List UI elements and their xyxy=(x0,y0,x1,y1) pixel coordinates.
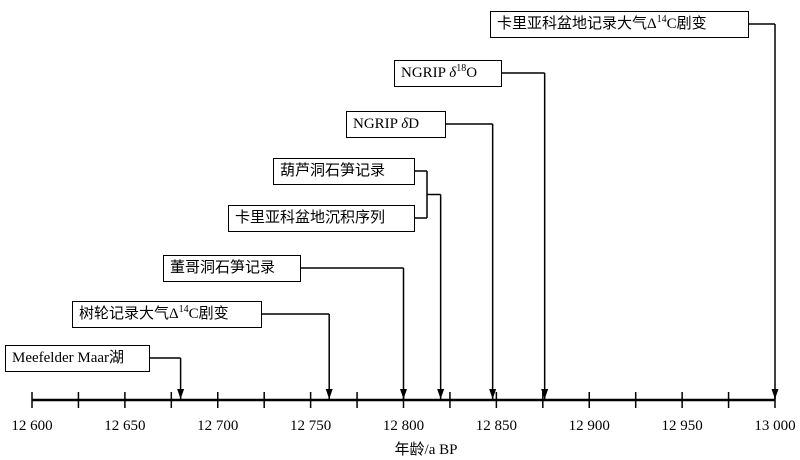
arrow-tree-ring xyxy=(325,389,333,399)
event-label-text: 葫芦洞石笋记录 xyxy=(280,163,386,179)
event-label-text: Meefelder Maar湖 xyxy=(12,350,125,366)
event-label-tree-ring: 树轮记录大气Δ14C剧变 xyxy=(72,301,262,328)
axis-tick-label: 12 800 xyxy=(382,418,425,434)
event-label-hulu: 葫芦洞石笋记录 xyxy=(273,158,415,185)
event-label-text: 14 xyxy=(656,14,667,25)
axis-tick-label: 12 750 xyxy=(290,418,332,434)
axis-tick-label: 12 700 xyxy=(197,418,239,434)
arrow-cariaco-c14 xyxy=(771,389,779,399)
arrow-ngrip-d xyxy=(489,389,497,399)
arrow-dongge xyxy=(400,389,407,399)
event-label-dongge: 董哥洞石笋记录 xyxy=(163,255,301,282)
event-label-text: 树轮记录大气Δ xyxy=(79,306,179,322)
arrow-ngrip-o xyxy=(541,389,549,399)
event-label-ngrip-o: NGRIP δ18O xyxy=(394,60,502,87)
event-label-text: C剧变 xyxy=(188,306,229,322)
event-label-text: O xyxy=(466,65,478,81)
event-label-text: δ xyxy=(449,65,457,81)
event-label-text: 14 xyxy=(178,304,189,315)
event-label-text: D xyxy=(408,116,420,132)
event-label-text: 卡里亚科盆地沉积序列 xyxy=(235,210,386,226)
event-label-text: 18 xyxy=(456,63,467,74)
axis-tick-label: 12 900 xyxy=(568,418,610,434)
axis-tick-label: 12 600 xyxy=(11,418,53,434)
event-label-ngrip-d: NGRIP δD xyxy=(346,111,446,138)
event-label-text: 董哥洞石笋记录 xyxy=(170,260,276,276)
axis-tick-label: 12 950 xyxy=(661,418,703,434)
axis-tick-label: 13 000 xyxy=(754,418,796,434)
axis-title: 年龄/a BP xyxy=(394,442,458,458)
event-label-text: NGRIP xyxy=(401,65,450,81)
event-label-meefelder: Meefelder Maar湖 xyxy=(5,345,150,372)
event-label-text: δ xyxy=(401,116,409,132)
event-label-cariaco-c14: 卡里亚科盆地记录大气Δ14C剧变 xyxy=(490,11,749,38)
arrow-group xyxy=(437,389,445,399)
event-label-text: NGRIP xyxy=(353,116,402,132)
axis-tick-label: 12 650 xyxy=(104,418,146,434)
event-label-text: 卡里亚科盆地记录大气Δ xyxy=(497,16,657,32)
event-label-cariaco-sed: 卡里亚科盆地沉积序列 xyxy=(228,205,415,232)
axis-tick-label: 12 850 xyxy=(475,418,517,434)
event-label-text: C剧变 xyxy=(666,16,707,32)
arrow-meefelder xyxy=(177,389,185,399)
